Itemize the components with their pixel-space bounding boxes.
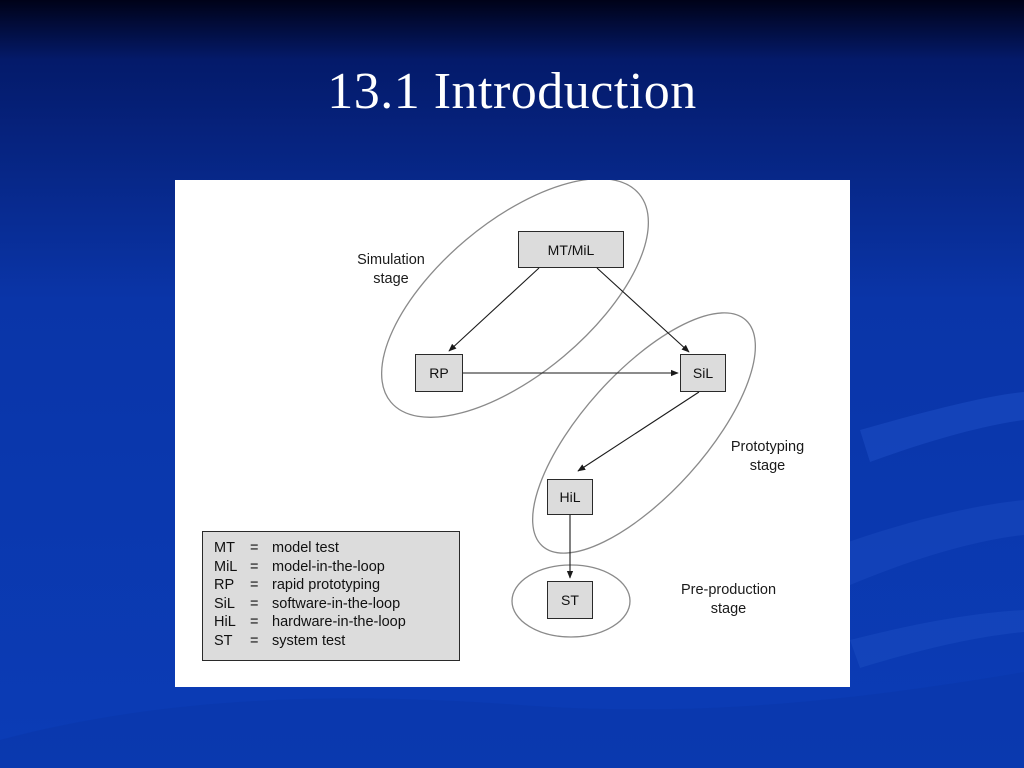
prototyping-stage-label-line1: Prototyping	[730, 439, 805, 455]
node-rp: RP	[415, 354, 463, 392]
edge-sil-to-hil	[577, 391, 700, 472]
prototyping-stage-label-line2: stage	[749, 458, 786, 474]
legend-meaning: system test	[272, 632, 346, 649]
legend-abbr: MT	[214, 540, 235, 556]
preproduction-stage-label: Pre-production stage	[661, 581, 796, 619]
slide-title: 13.1 Introduction	[327, 63, 697, 120]
legend-equals: =	[250, 577, 259, 594]
diagram-canvas	[380, 180, 757, 638]
edge-mtmil-to-sil	[596, 267, 690, 353]
simulation-stage-label: Simulation stage	[341, 251, 441, 289]
node-hil: HiL	[547, 479, 593, 515]
simulation-stage-ellipse	[380, 180, 650, 418]
legend-abbr: HiL	[214, 614, 236, 631]
legend-row: SiL = software-in-the-loop	[214, 595, 459, 614]
legend-meaning: rapid prototyping	[272, 577, 381, 594]
legend-row: ST = system test	[214, 632, 459, 651]
legend-abbr: MiL	[214, 558, 238, 575]
legend-meaning: model test	[272, 540, 339, 556]
legend-abbr: SiL	[214, 595, 235, 612]
preproduction-stage-label-line2: stage	[710, 601, 747, 617]
legend-equals: =	[250, 558, 259, 575]
legend-row: MT = model test	[214, 539, 459, 558]
legend-abbr: RP	[214, 577, 235, 594]
prototyping-stage-label: Prototyping stage	[715, 438, 820, 476]
legend-equals: =	[250, 595, 259, 612]
node-sil: SiL	[680, 354, 726, 392]
node-st: ST	[547, 581, 593, 619]
legend-row: MiL = model-in-the-loop	[214, 558, 459, 577]
legend-meaning: software-in-the-loop	[272, 595, 401, 612]
simulation-stage-label-line1: Simulation	[357, 252, 425, 268]
legend-abbr: ST	[214, 632, 233, 649]
preproduction-stage-label-line1: Pre-production	[680, 582, 777, 598]
legend-row: HiL = hardware-in-the-loop	[214, 613, 459, 632]
diagram-figure: MT/MiL RP SiL HiL ST Simulation stage Pr…	[175, 180, 850, 687]
legend-box: MT = model test MiL = model-in-the-loop …	[202, 531, 460, 661]
legend-equals: =	[250, 540, 259, 556]
legend-equals: =	[250, 632, 259, 649]
prototyping-stage-ellipse	[531, 312, 757, 554]
preproduction-stage-ellipse	[511, 564, 631, 638]
legend-row: RP = rapid prototyping	[214, 576, 459, 595]
legend-meaning: model-in-the-loop	[272, 558, 385, 575]
node-mt-mil: MT/MiL	[518, 231, 624, 268]
legend-meaning: hardware-in-the-loop	[272, 614, 406, 631]
simulation-stage-label-line2: stage	[373, 271, 409, 287]
legend-equals: =	[250, 614, 259, 631]
edge-mtmil-to-rp	[448, 267, 540, 352]
